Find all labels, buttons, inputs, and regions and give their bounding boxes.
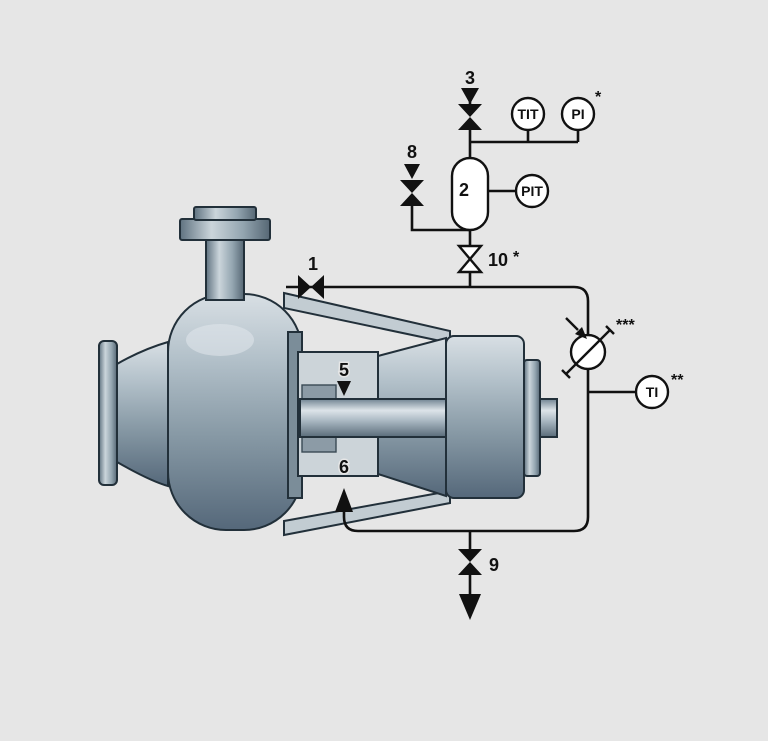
pump-suction-flange	[98, 340, 118, 486]
pump-bearing-housing	[445, 335, 525, 499]
port-5-label: 5	[339, 360, 349, 380]
pump-discharge-flange-face	[193, 206, 257, 221]
vessel-2-label: 2	[459, 180, 469, 200]
flow-arrow-tail	[565, 317, 579, 331]
pump-bearing-end-cap	[523, 359, 541, 477]
port-6-label: 6	[339, 457, 349, 477]
flow-symbol-tick-bottom	[561, 369, 571, 379]
valve-3	[458, 88, 482, 130]
valve-10-footnote: *	[513, 249, 520, 266]
centrifugal-pump	[98, 206, 558, 537]
flow-in-arrow-3	[461, 88, 479, 104]
flow-arrow-head	[575, 327, 587, 339]
instrument-pit-tag: PIT	[521, 183, 543, 199]
valve-8	[400, 164, 424, 206]
valve-9	[458, 549, 482, 620]
seal-pot-vessel	[450, 156, 490, 232]
valve8-branch-pipe	[410, 206, 470, 232]
instrument-header-pipe	[470, 130, 580, 144]
port-5-arrow	[337, 381, 351, 396]
valve-10	[456, 244, 484, 274]
drain-arrow	[459, 594, 481, 620]
instrument-pi-tag: PI	[571, 106, 584, 122]
flow-footnote: ***	[616, 317, 635, 334]
instrument-ti-bubble	[634, 374, 670, 410]
instruments: 2 TIT PI * PIT *** TI **	[450, 89, 684, 410]
valve-3-label: 3	[465, 68, 475, 88]
flow-symbol-diagonal	[565, 329, 611, 375]
pump-discharge-flange	[179, 218, 271, 241]
valve-8-label: 8	[407, 142, 417, 162]
valve-1	[298, 275, 324, 299]
port-6-arrow	[335, 488, 353, 512]
pump-suction-cone	[116, 340, 169, 488]
flush-loop-pipe	[286, 285, 590, 533]
valve-1-label: 1	[308, 254, 318, 274]
instrument-tit-tag: TIT	[518, 106, 539, 122]
flow-symbol-tick-top	[605, 325, 615, 335]
flow-indicator-symbol: ***	[561, 317, 635, 379]
piping-lines	[286, 100, 636, 594]
pump-bracket-arm-bottom	[283, 489, 451, 537]
valve-9-label: 9	[489, 555, 499, 575]
pump-discharge-pipe	[205, 237, 245, 301]
ti-footnote: **	[671, 372, 684, 389]
item-labels: 1 3 5 6 8 9 10 *	[306, 67, 520, 577]
seal-ports	[335, 381, 353, 512]
valves	[298, 88, 484, 620]
instrument-tit-bubble	[510, 96, 546, 132]
pi-footnote: *	[595, 89, 602, 106]
seal-chamber-detail-lower	[301, 435, 337, 453]
instrument-pit-bubble	[514, 173, 550, 209]
instrument-pi-bubble	[560, 96, 596, 132]
instrument-ti-tag: TI	[646, 384, 658, 400]
flow-in-arrow-8	[404, 164, 420, 179]
valve-10-label: 10	[488, 250, 508, 270]
casing-highlight	[186, 324, 254, 356]
